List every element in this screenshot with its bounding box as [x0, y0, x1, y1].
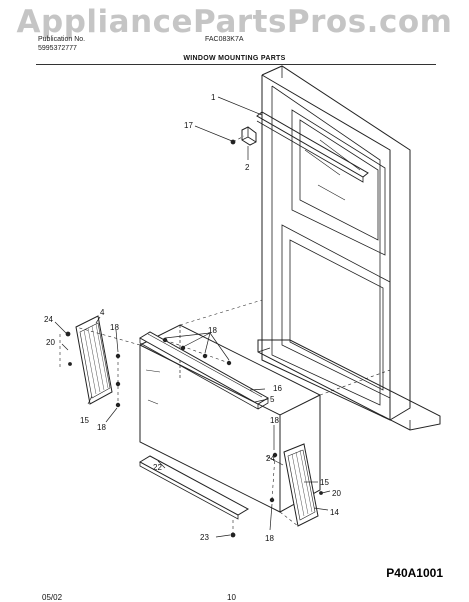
right-side-curtain [283, 443, 319, 527]
watermark-logo: AppliancePartsPros.com [16, 4, 453, 40]
callout-22: 22 [153, 463, 162, 472]
callout-labels: 1 17 2 4 24 18 20 15 18 18 16 5 22 18 24… [44, 93, 341, 543]
header-divider [36, 64, 436, 65]
callout-18: 18 [110, 323, 119, 332]
leader-lines [54, 96, 331, 538]
callout-18: 18 [270, 416, 279, 425]
model-number: FAC083K7A [205, 36, 244, 43]
assembly-lines [59, 135, 391, 535]
footer-page-number: 10 [227, 593, 236, 602]
callout-5: 5 [270, 395, 275, 404]
section-title: WINDOW MOUNTING PARTS [183, 55, 286, 62]
callout-4: 4 [100, 308, 105, 317]
top-channel-part [139, 331, 269, 410]
callout-23: 23 [200, 533, 209, 542]
callout-1: 1 [211, 93, 216, 102]
figure-code: P40A1001 [386, 566, 443, 580]
callout-14: 14 [330, 508, 339, 517]
callout-20: 20 [46, 338, 55, 347]
top-rail-part [256, 111, 369, 183]
callout-15: 15 [320, 478, 329, 487]
callout-18: 18 [208, 326, 217, 335]
callout-18: 18 [265, 534, 274, 543]
bracket-part [241, 126, 257, 146]
callout-24: 24 [44, 315, 53, 324]
callout-15: 15 [80, 416, 89, 425]
publication-label: Publication No. [38, 36, 86, 43]
callout-2: 2 [245, 163, 250, 172]
bottom-rail-part [138, 455, 250, 520]
callout-16: 16 [273, 384, 282, 393]
callout-20: 20 [332, 489, 341, 498]
left-side-curtain [75, 315, 113, 405]
callout-24: 24 [266, 454, 275, 463]
callout-17: 17 [184, 121, 193, 130]
window-frame [257, 65, 441, 431]
callout-18: 18 [97, 423, 106, 432]
footer-date: 05/02 [42, 593, 63, 602]
publication-number: 5995372777 [38, 45, 77, 52]
